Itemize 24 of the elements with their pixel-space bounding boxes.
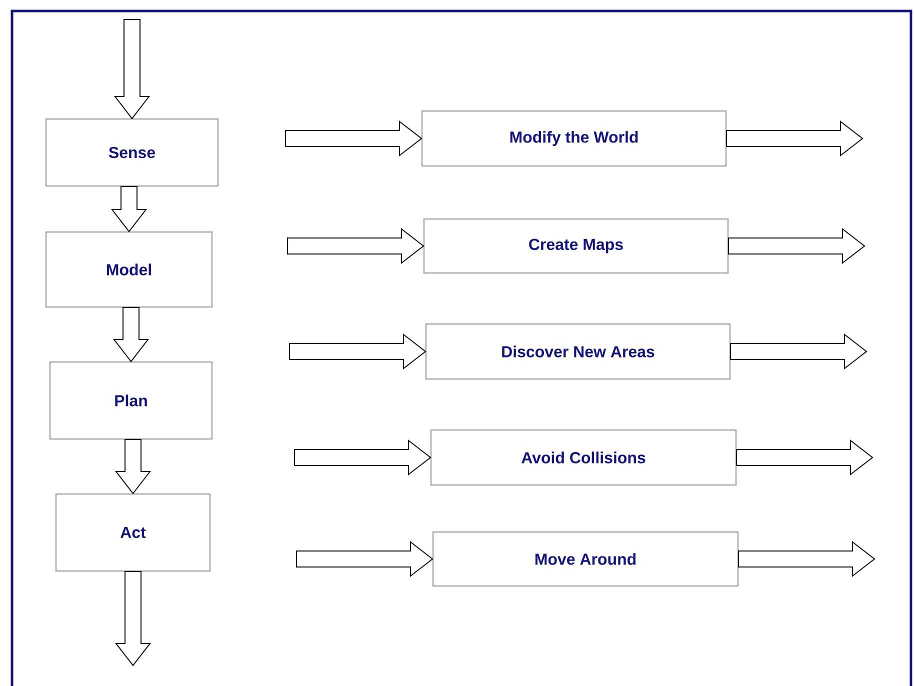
- step-box: Plan: [50, 362, 212, 440]
- step-box: Sense: [46, 118, 218, 186]
- function-box: Discover New Areas: [426, 324, 730, 380]
- block-arrow: [730, 333, 868, 370]
- block-arrow: [112, 307, 150, 362]
- block-arrow: [728, 228, 866, 264]
- block-arrow: [726, 120, 864, 157]
- block-arrow: [294, 439, 432, 476]
- block-arrow: [110, 186, 148, 232]
- step-box: Model: [46, 232, 212, 308]
- block-arrow: [736, 439, 874, 476]
- step-box: Act: [56, 494, 210, 572]
- block-arrow: [296, 540, 434, 578]
- function-box: Modify the World: [422, 110, 726, 166]
- function-box: Avoid Collisions: [430, 430, 736, 486]
- block-arrow: [289, 333, 426, 370]
- block-arrow: [114, 19, 150, 120]
- function-box: Move Around: [432, 532, 738, 586]
- block-arrow: [738, 540, 876, 578]
- block-arrow: [114, 571, 152, 666]
- function-box: Create Maps: [424, 218, 728, 274]
- block-arrow: [285, 120, 422, 157]
- block-arrow: [287, 228, 424, 264]
- block-arrow: [114, 439, 152, 494]
